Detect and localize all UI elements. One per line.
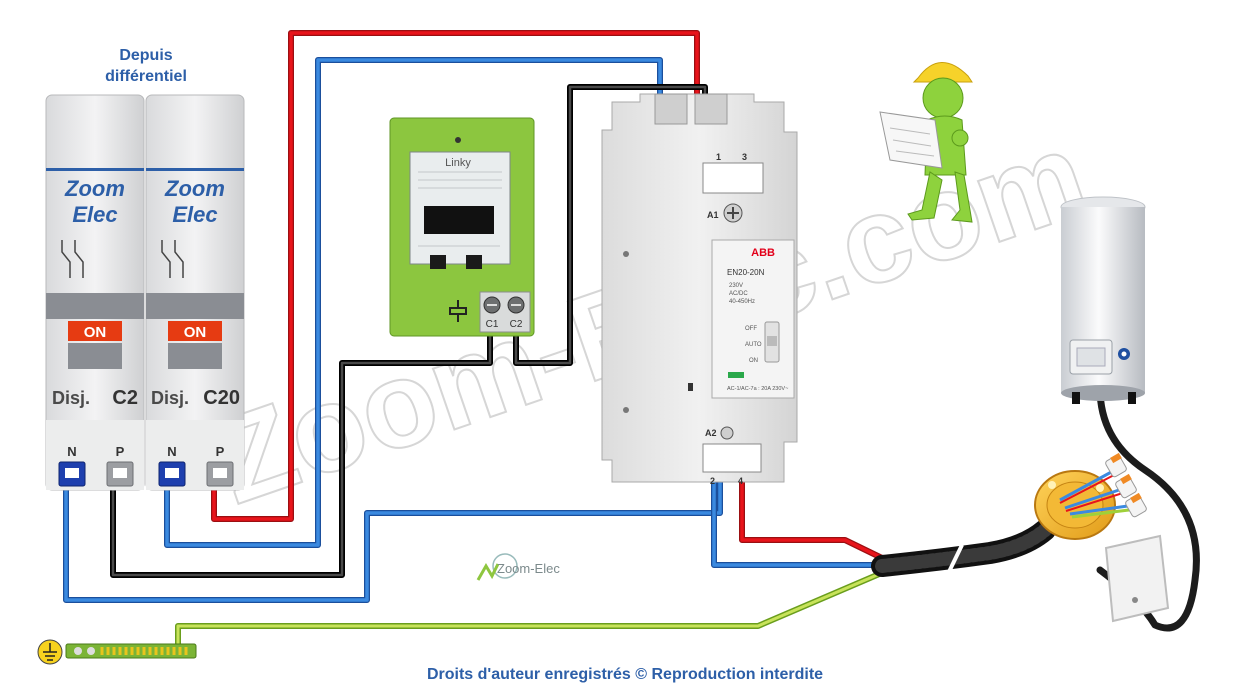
breaker-2-brand-line1: Zoom (164, 176, 225, 201)
contactor-rating: AC-1/AC-7a : 20A 230V~ (727, 386, 788, 392)
meter-terminal-c1: C1 (486, 319, 499, 330)
worker-figure (879, 62, 973, 223)
breaker-1-handle[interactable] (68, 321, 122, 341)
meter-brand: Linky (445, 157, 471, 169)
small-logo-text: Zoom-Elec (497, 561, 560, 576)
source-label-line2: différentiel (105, 68, 187, 85)
breaker-1-terminal-p-label: P (116, 444, 125, 459)
linky-meter: Linky C1 C2 (389, 117, 535, 337)
contactor-coil-a2: A2 (705, 428, 717, 438)
breaker-1-prefix: Disj. (52, 388, 90, 408)
contactor-mode-auto: AUTO (745, 342, 762, 348)
breaker-1: Zoom Elec ON Disj. C2 N P (45, 94, 145, 491)
breaker-2-state: ON (184, 324, 207, 341)
contactor: 1 3 A1 ABB EN20-20N 230V AC/DC 40-450Hz … (601, 93, 798, 486)
corrugated-conduit (871, 519, 1056, 581)
contactor-spec-voltage: 230V (729, 283, 743, 289)
contactor-terminal-4: 4 (738, 476, 743, 486)
breaker-1-terminal-n-label: N (67, 444, 76, 459)
breaker-2-brand-line2: Elec (172, 202, 217, 227)
breaker-2: Zoom Elec ON Disj. C20 N P (145, 94, 245, 491)
contactor-coil-a1: A1 (707, 210, 719, 220)
breaker-1-brand-line1: Zoom (64, 176, 125, 201)
wire-heater-cable (1096, 384, 1200, 632)
copyright-footer: Droits d'auteur enregistrés © Reproducti… (427, 666, 823, 683)
wire-earth (175, 569, 887, 648)
breaker-1-brand-line2: Elec (72, 202, 117, 227)
cable-outlet-plate (1104, 534, 1170, 623)
breaker-1-rating: C2 (112, 387, 138, 409)
junction-box (1034, 452, 1147, 540)
contactor-terminal-2: 2 (710, 476, 715, 486)
breaker-2-prefix: Disj. (151, 388, 189, 408)
breaker-2-symbol-icon (161, 240, 184, 278)
water-heater (1060, 196, 1146, 404)
contactor-terminal-1: 1 (716, 152, 721, 162)
contactor-terminal-3: 3 (742, 152, 747, 162)
breaker-2-terminal-p-label: P (216, 444, 225, 459)
meter-terminal-c2: C2 (510, 319, 523, 330)
breaker-1-state: ON (84, 324, 107, 341)
breaker-2-handle[interactable] (168, 321, 222, 341)
breaker-2-rating: C20 (203, 387, 240, 409)
contactor-spec-freq: 40-450Hz (729, 299, 755, 305)
contactor-mode-off: OFF (745, 326, 757, 332)
contactor-mode-on: ON (749, 358, 758, 364)
contactor-spec-type: AC/DC (729, 291, 748, 297)
source-label-line1: Depuis (119, 47, 172, 64)
breaker-1-symbol-icon (61, 240, 84, 278)
contactor-model: EN20-20N (727, 268, 765, 277)
breaker-2-terminal-n-label: N (167, 444, 176, 459)
earth-bar (37, 639, 197, 665)
zoom-elec-logo: Zoom-Elec (476, 553, 560, 581)
wires (63, 30, 1200, 648)
contactor-brand: ABB (751, 247, 775, 259)
meter-contact-icon (449, 300, 467, 322)
